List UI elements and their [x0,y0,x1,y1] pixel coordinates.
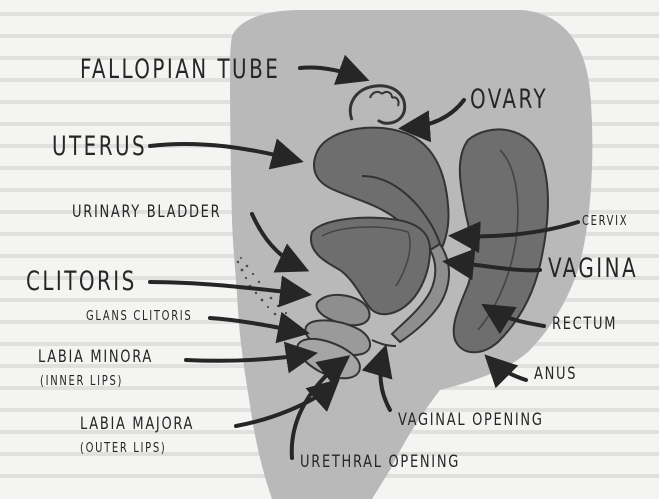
label-anus: ANUS [534,364,578,384]
arrow-urethral-opening [289,355,351,460]
arrow-cervix [448,220,580,254]
label-labia-majora-note: (OUTER LIPS) [80,441,167,456]
arrow-urinary-bladder [250,212,310,273]
label-urinary-bladder: URINARY BLADDER [72,202,222,222]
label-vaginal-opening: VAGINAL OPENING [398,410,544,430]
bladder-inner [321,226,411,287]
fallopian-tube-fimbriae [369,90,400,107]
arrow-vagina [442,248,542,281]
arrow-vaginal-opening [361,344,393,412]
arrow-ovary [398,98,466,143]
arrow-labia-minora [184,341,318,374]
label-clitoris: CLITORIS [26,266,137,297]
arrow-clitoris [148,275,312,308]
clitoris-shape [315,294,371,327]
label-labia-minora: LABIA MINORA [38,347,153,367]
label-urethral-opening: URETHRAL OPENING [300,452,461,472]
label-labia-minora-note: (INNER LIPS) [40,374,124,389]
uterine-cavity-line [361,175,441,245]
arrow-uterus [148,138,304,170]
arrow-glans-clitoris [208,311,310,344]
label-labia-majora: LABIA MAJORA [80,414,195,434]
label-ovary: OVARY [470,84,549,115]
label-fallopian-tube: FALLOPIAN TUBE [80,54,281,85]
fallopian-tube-shape [348,84,407,125]
arrow-fallopian-tube [298,54,370,85]
label-cervix: CERVIX [582,214,629,229]
label-rectum: RECTUM [552,314,618,334]
arrow-anus [484,354,528,389]
arrow-rectum [481,303,546,335]
label-uterus: UTERUS [52,131,148,162]
label-vagina: VAGINA [548,253,639,284]
arrow-labia-majora [234,378,340,428]
label-glans-clitoris: GLANS CLITORIS [86,309,193,324]
urinary-bladder-shape [309,216,432,316]
